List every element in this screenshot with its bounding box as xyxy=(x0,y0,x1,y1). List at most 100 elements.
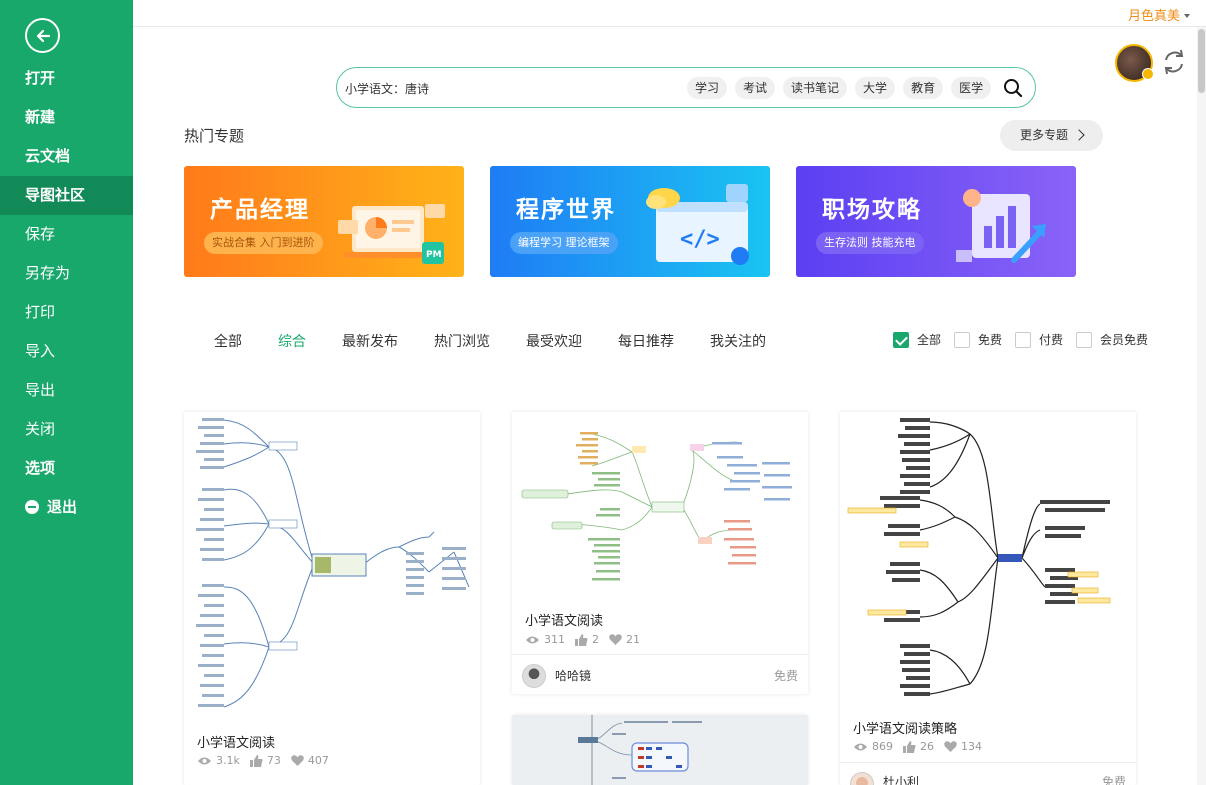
search-tag[interactable]: 医学 xyxy=(951,77,992,99)
menu-new[interactable]: 新建 xyxy=(25,108,56,126)
menu-export[interactable]: 导出 xyxy=(25,381,56,399)
author-name[interactable]: 哈哈镜 xyxy=(555,669,592,683)
menu-print[interactable]: 打印 xyxy=(25,303,56,321)
user-name-dropdown[interactable]: 月色真美 xyxy=(1128,5,1190,24)
search-input[interactable] xyxy=(345,78,675,98)
banner-workplace-strategy[interactable]: 职场攻略 生存法则 技能充电 xyxy=(796,166,1076,277)
menu-import[interactable]: 导入 xyxy=(25,342,56,360)
menu-save[interactable]: 保存 xyxy=(25,225,56,243)
tab-daily[interactable]: 每日推荐 xyxy=(618,334,674,350)
favorites-stat: 134 xyxy=(944,740,982,753)
views-stat: 869 xyxy=(853,740,893,753)
card-stats: 311 2 21 xyxy=(525,633,650,646)
price-label: 免费 xyxy=(773,669,798,683)
eye-icon xyxy=(526,636,539,643)
banner-programming-world[interactable]: 程序世界 编程学习 理论框架 </> xyxy=(490,166,770,277)
tab-following[interactable]: 我关注的 xyxy=(710,334,766,350)
author-avatar[interactable] xyxy=(850,772,874,785)
filter-paid[interactable]: 付费 xyxy=(1015,331,1063,348)
menu-exit-label: 退出 xyxy=(47,498,78,516)
banner-title: 职场攻略 xyxy=(822,197,922,223)
author-avatar[interactable] xyxy=(522,664,546,688)
search-bar: 学习 考试 读书笔记 大学 教育 医学 xyxy=(336,67,1036,108)
heart-icon xyxy=(609,633,622,645)
menu-close[interactable]: 关闭 xyxy=(25,420,56,438)
avatar[interactable] xyxy=(1115,44,1153,82)
refresh-icon[interactable] xyxy=(1160,48,1188,76)
code-window-illustration-icon: </> xyxy=(646,184,749,265)
chevron-right-icon xyxy=(1073,129,1085,141)
eye-icon xyxy=(854,743,867,750)
thumbs-up-icon xyxy=(575,633,588,646)
views-stat: 311 xyxy=(525,633,565,646)
mindmap-card[interactable] xyxy=(512,715,808,785)
favorites-stat: 407 xyxy=(291,754,329,767)
filter-label: 全部 xyxy=(917,333,942,347)
search-tag[interactable]: 教育 xyxy=(903,77,944,99)
card-title: 小学语文阅读策略 xyxy=(853,722,958,737)
menu-open[interactable]: 打开 xyxy=(25,69,56,87)
sidebar-menu: 打开 新建 云文档 导图社区 保存 另存为 打印 导入 导出 关闭 选项 退出 xyxy=(0,59,133,527)
mindmap-card[interactable]: 小学语文阅读 311 2 21 哈哈镜 免费 xyxy=(512,412,808,694)
checkbox[interactable] xyxy=(954,331,971,348)
checkbox-checked[interactable] xyxy=(893,331,909,348)
price-filters: 全部 免费 付费 会员免费 xyxy=(893,331,1161,348)
checkbox[interactable] xyxy=(1015,331,1032,348)
filter-label: 付费 xyxy=(1039,333,1064,347)
search-tag[interactable]: 读书笔记 xyxy=(783,77,848,99)
views-stat: 3.1k xyxy=(197,754,240,767)
more-topics-label: 更多专题 xyxy=(1020,128,1069,142)
search-tag[interactable]: 考试 xyxy=(735,77,776,99)
filter-member-free[interactable]: 会员免费 xyxy=(1076,331,1148,348)
scrollbar[interactable] xyxy=(1197,27,1206,785)
scrollbar-thumb[interactable] xyxy=(1198,29,1205,93)
tab-popular[interactable]: 最受欢迎 xyxy=(526,334,582,350)
menu-save-as[interactable]: 另存为 xyxy=(25,264,71,282)
thumbs-up-icon xyxy=(249,754,263,767)
filter-all[interactable]: 全部 xyxy=(893,331,941,348)
price-label: 免费 xyxy=(1101,775,1126,785)
mindmap-thumbnail xyxy=(512,715,808,785)
likes-count: 2 xyxy=(592,633,599,646)
search-tags: 学习 考试 读书笔记 大学 教育 医学 xyxy=(687,77,999,99)
tab-comprehensive[interactable]: 综合 xyxy=(278,334,306,350)
likes-count: 73 xyxy=(266,754,281,767)
tab-hot[interactable]: 热门浏览 xyxy=(434,334,490,350)
heart-icon xyxy=(944,740,957,752)
favorites-count: 21 xyxy=(626,633,640,646)
card-footer: 哈哈镜 免费 xyxy=(512,654,808,694)
favorites-count: 407 xyxy=(307,754,329,767)
back-button[interactable] xyxy=(25,18,60,53)
menu-options[interactable]: 选项 xyxy=(25,459,56,477)
filter-free[interactable]: 免费 xyxy=(954,331,1002,348)
menu-exit[interactable]: 退出 xyxy=(0,488,133,527)
checkbox[interactable] xyxy=(1076,331,1093,348)
card-stats: 869 26 134 xyxy=(853,740,992,753)
hot-topics-title: 热门专题 xyxy=(184,127,245,145)
svg-text:</>: </> xyxy=(680,227,720,252)
filter-label: 免费 xyxy=(978,333,1003,347)
menu-cloud-docs[interactable]: 云文档 xyxy=(25,147,71,165)
category-tabs: 全部 综合 最新发布 热门浏览 最受欢迎 每日推荐 我关注的 xyxy=(214,331,802,351)
card-title: 小学语文阅读 xyxy=(197,736,276,751)
likes-count: 26 xyxy=(920,740,934,753)
search-icon[interactable] xyxy=(1003,78,1023,98)
tab-all[interactable]: 全部 xyxy=(214,334,242,350)
tab-latest[interactable]: 最新发布 xyxy=(342,334,398,350)
banner-subtitle: 编程学习 理论框架 xyxy=(510,232,618,254)
mindmap-card[interactable]: 小学语文阅读策略 869 26 134 杜小利 免费 xyxy=(840,412,1136,785)
banner-product-manager[interactable]: 产品经理 实战合集 入门到进阶 PM xyxy=(184,166,464,277)
likes-stat: 26 xyxy=(903,740,934,753)
likes-stat: 2 xyxy=(575,633,599,646)
card-title: 小学语文阅读 xyxy=(525,614,604,629)
author-name[interactable]: 杜小利 xyxy=(883,775,920,785)
search-tag[interactable]: 大学 xyxy=(855,77,896,99)
more-topics-button[interactable]: 更多专题 xyxy=(1000,120,1103,151)
menu-community[interactable]: 导图社区 xyxy=(0,176,133,215)
card-footer: 杜小利 免费 xyxy=(840,762,1136,785)
mindmap-card[interactable]: 小学语文阅读 3.1k 73 407 xyxy=(184,412,480,785)
top-bar: 月色真美 xyxy=(133,0,1206,27)
filter-label: 会员免费 xyxy=(1100,333,1149,347)
banner-title: 产品经理 xyxy=(210,197,310,223)
search-tag[interactable]: 学习 xyxy=(687,77,728,99)
